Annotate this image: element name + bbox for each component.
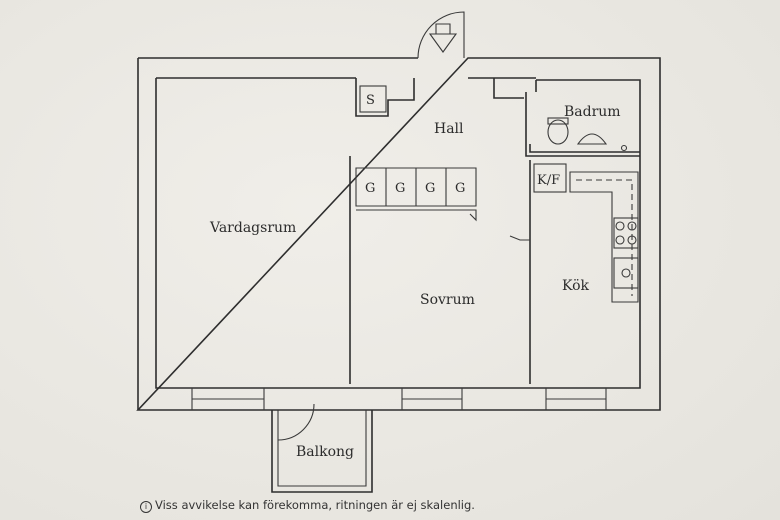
wardrobe-lower-wall <box>356 209 477 222</box>
fridge-box <box>533 163 567 193</box>
counter-dashed-line <box>576 179 633 296</box>
sink-icon <box>576 133 608 145</box>
balcony-inner <box>277 410 367 487</box>
bathroom <box>525 92 640 157</box>
kitchen-door-mark <box>509 235 530 241</box>
room-kok: Kök <box>562 278 590 294</box>
room-hall: Hall <box>434 121 464 137</box>
info-icon: i <box>140 501 152 513</box>
stove-box <box>613 217 639 249</box>
kitchen-sink-icon <box>621 268 631 278</box>
balcony-door-arc <box>277 403 315 441</box>
wardrobes-box <box>355 167 477 207</box>
balcony-outer <box>271 410 373 493</box>
outer-wall-outer <box>136 57 661 411</box>
disclaimer-text: Viss avvikelse kan förekomma, ritningen … <box>155 498 475 512</box>
toilet-tank <box>547 117 569 125</box>
closet-s-label: S <box>366 93 375 108</box>
room-badrum: Badrum <box>564 104 621 120</box>
room-vardagsrum: Vardagsrum <box>209 220 296 236</box>
wardrobe-g3-label: G <box>425 181 435 196</box>
entrance-arrow-icon <box>428 23 458 53</box>
bath-fixture-icon <box>620 144 628 152</box>
entrance-door <box>417 11 465 59</box>
hall-partition <box>493 78 524 99</box>
window-living <box>191 388 265 410</box>
wardrobe-row <box>349 156 477 384</box>
outer-wall-inner <box>155 77 641 389</box>
windows <box>191 388 607 410</box>
balcony <box>271 403 373 493</box>
hall-walls <box>355 78 537 117</box>
kitchen <box>509 160 639 384</box>
closet-s-box <box>359 85 387 113</box>
window-bedroom <box>401 388 463 410</box>
burner-2 <box>627 221 637 231</box>
burner-1 <box>615 221 625 231</box>
wardrobe-g2-label: G <box>395 181 405 196</box>
room-balkong: Balkong <box>296 444 354 460</box>
bathroom-wall <box>525 92 640 157</box>
kitchen-sink-box <box>613 257 639 289</box>
kitchen-counter <box>569 171 639 303</box>
burner-4 <box>627 235 637 245</box>
window-kitchen <box>545 388 607 410</box>
entrance-door-arc <box>417 11 465 59</box>
fridge-freezer-label: K/F <box>537 173 560 188</box>
closet-s-wall <box>355 78 415 117</box>
wardrobe-g1-label: G <box>365 181 375 196</box>
wardrobe-g4-label: G <box>455 181 465 196</box>
toilet-icon <box>547 119 569 145</box>
wardrobe-dividers <box>385 168 447 206</box>
bathroom-inner-wall <box>529 144 640 153</box>
room-sovrum: Sovrum <box>420 292 475 308</box>
burner-3 <box>615 235 625 245</box>
outer-walls <box>136 57 661 411</box>
